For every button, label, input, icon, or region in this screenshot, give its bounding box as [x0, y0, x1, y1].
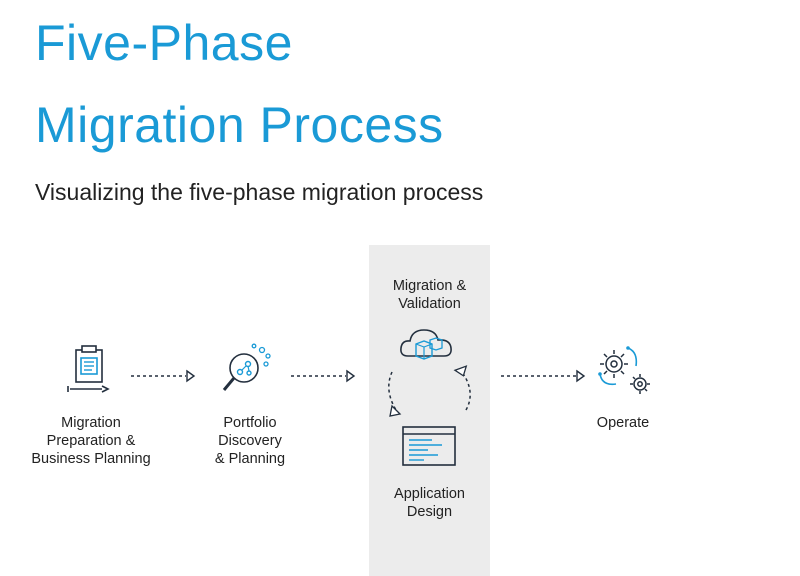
- phase-prep-label: Migration Preparation & Business Plannin…: [31, 415, 151, 467]
- cycle-arrows: [388, 365, 471, 417]
- clipboard-icon: [67, 345, 110, 393]
- gears-icon: [598, 346, 650, 394]
- title-line-1: Five-Phase: [35, 15, 293, 71]
- phase-operate-label: Operate: [596, 415, 650, 431]
- cloud-boxes-icon: [400, 329, 452, 360]
- application-window-icon: [402, 426, 456, 466]
- magnifier-network-icon: [222, 343, 271, 391]
- arrow-migration-to-operate: [501, 369, 586, 383]
- subtitle: Visualizing the five-phase migration pro…: [35, 179, 484, 205]
- migration-design-panel: [369, 245, 490, 576]
- phase-portfolio-label: Portfolio Discovery & Planning: [214, 415, 286, 467]
- phase-migration-label: Migration & Validation: [392, 278, 467, 312]
- phase-design-label: Application Design: [394, 486, 465, 520]
- arrow-portfolio-to-migration: [291, 369, 356, 383]
- arrow-prep-to-portfolio: [131, 369, 196, 383]
- title-line-2: Migration Process: [35, 97, 444, 153]
